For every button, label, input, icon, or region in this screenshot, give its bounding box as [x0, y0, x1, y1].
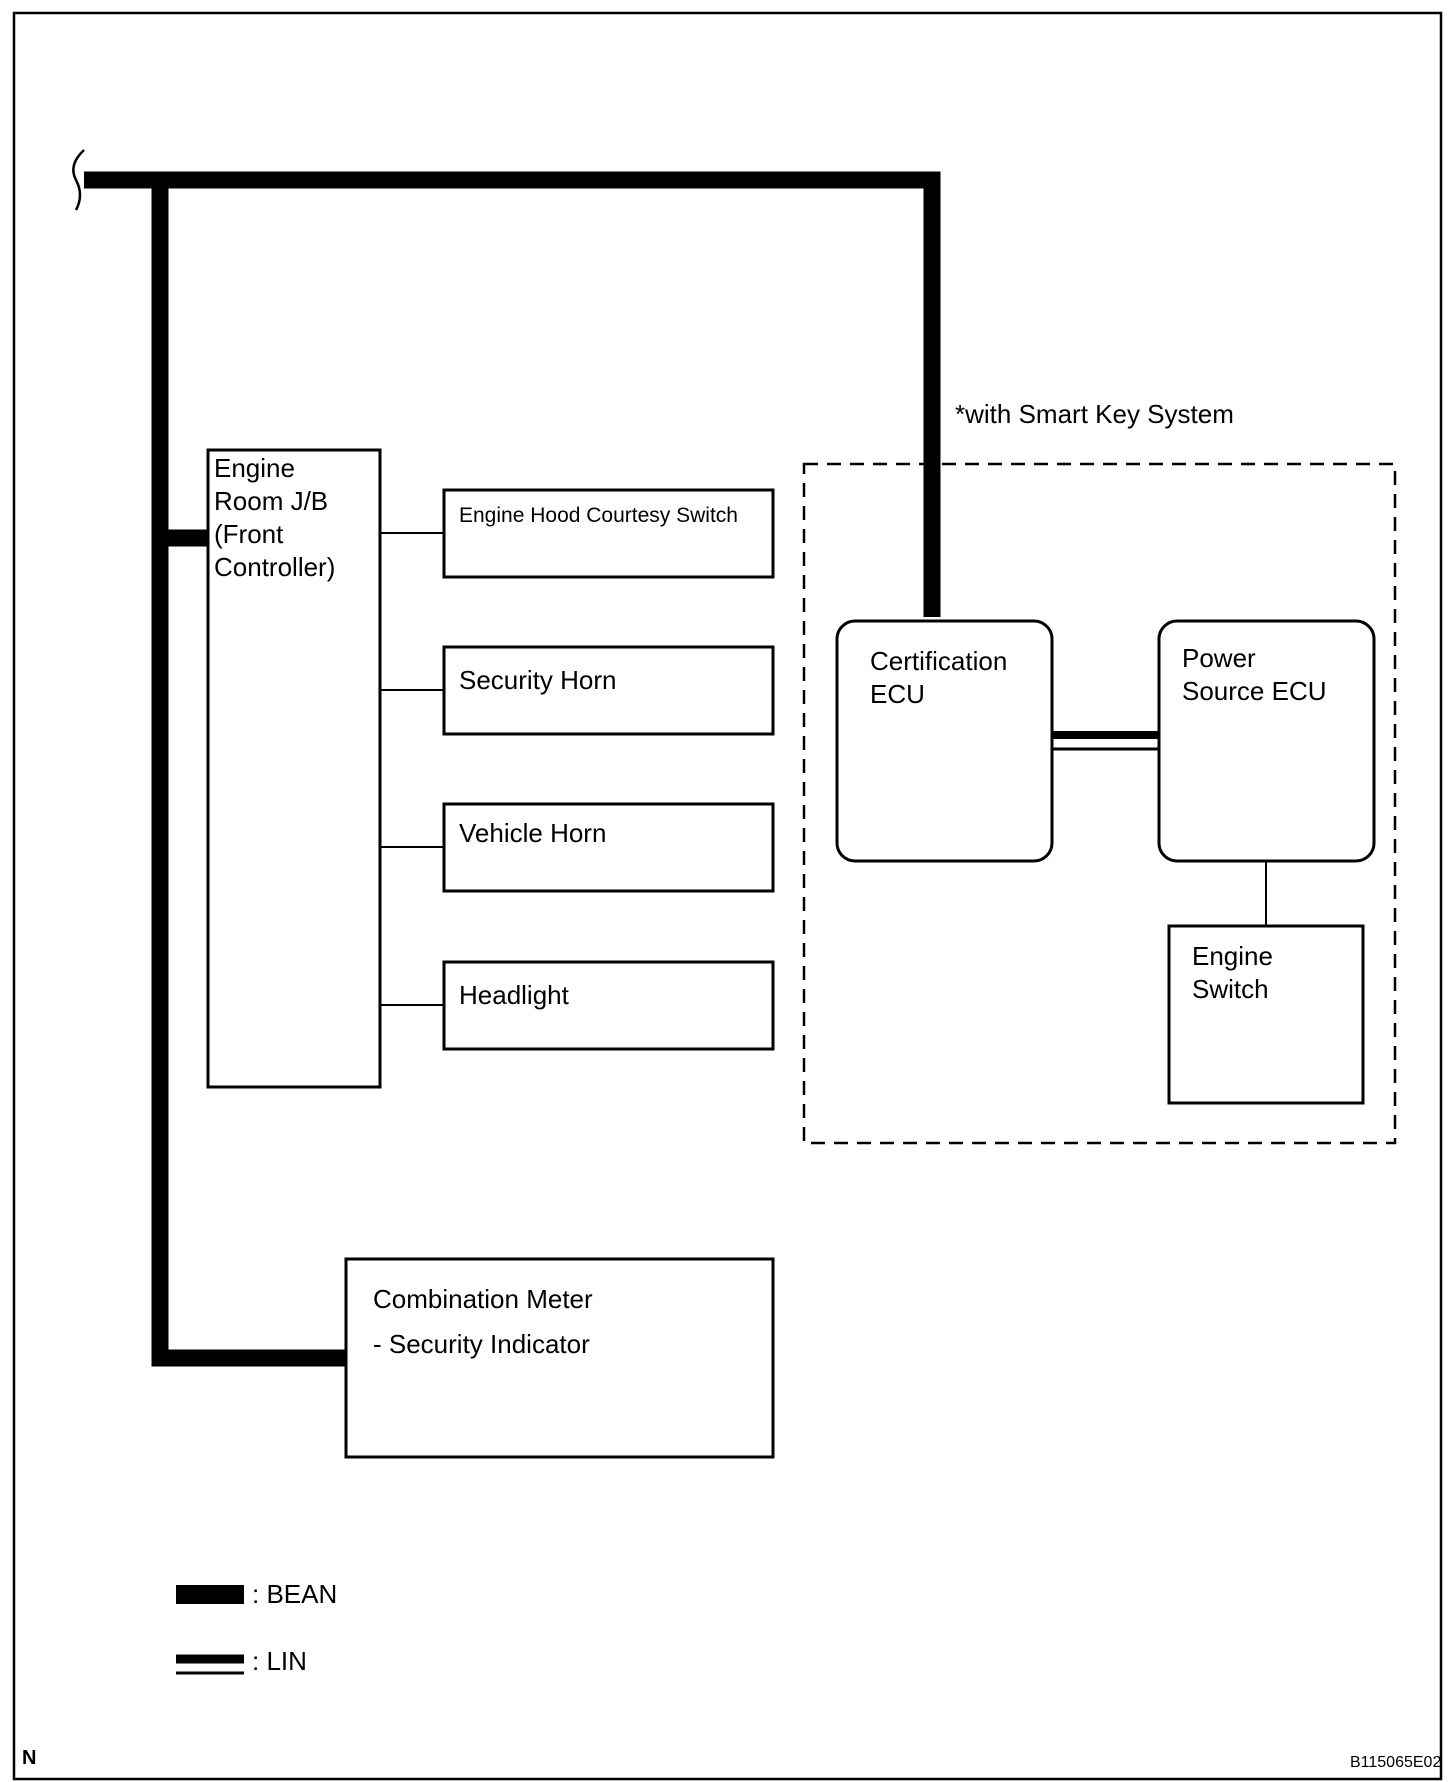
bean-bus — [84, 171, 941, 1367]
engine-hood-courtesy-switch-label: Engine Hood Courtesy Switch — [459, 504, 738, 527]
engine-hood-courtesy-switch-box — [442, 488, 775, 579]
legend-lin-label: : LIN — [252, 1646, 307, 1676]
security-horn-box — [442, 645, 775, 736]
security-horn-label: Security Horn — [459, 665, 617, 695]
frame-border — [12, 11, 1443, 1781]
smart-key-system-region — [802, 462, 1397, 1145]
jb-connectors — [380, 532, 444, 1006]
security-indicator-label: - Security Indicator — [373, 1329, 590, 1359]
engine-room-jb-box — [206, 448, 382, 1089]
bean-bus-top — [84, 171, 941, 617]
combination-meter-label: Combination Meter — [373, 1284, 593, 1314]
engine-switch-label: Engine Switch — [1192, 941, 1273, 1004]
certification-ecu-box — [835, 619, 1054, 863]
legend-bean-swatch — [176, 1585, 244, 1604]
vehicle-horn-label: Vehicle Horn — [459, 818, 607, 848]
power-source-ecu-label: Power Source ECU — [1182, 643, 1327, 706]
certification-ecu-label: Certification ECU — [870, 646, 1008, 709]
combination-meter-box — [344, 1257, 775, 1459]
headlight-box — [442, 960, 775, 1051]
vehicle-horn-box — [442, 802, 775, 893]
bus-break-mark — [72, 149, 85, 211]
figure-code: B115065E02 — [1350, 1754, 1442, 1771]
smart-key-note: *with Smart Key System — [955, 399, 1234, 429]
headlight-label: Headlight — [459, 980, 569, 1010]
bean-bus-left-trunk — [151, 180, 346, 1367]
footer-left-mark: N — [22, 1747, 37, 1769]
lin-link — [1052, 731, 1159, 751]
engine-room-jb-label: Engine Room J/B (Front Controller) — [214, 453, 336, 582]
legend-bean-label: : BEAN — [252, 1579, 338, 1609]
